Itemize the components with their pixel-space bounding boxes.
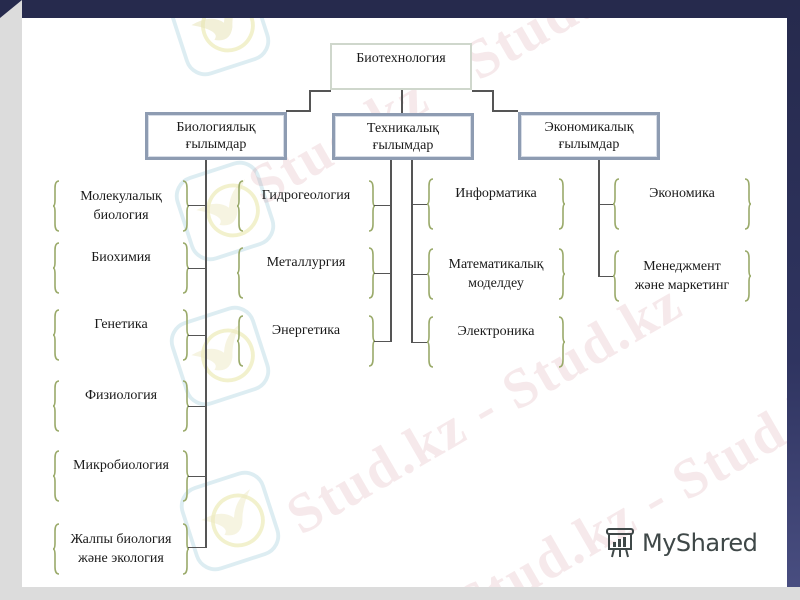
root-node: Биотехнология bbox=[330, 43, 472, 90]
right-brace-icon bbox=[558, 178, 566, 230]
list-item: Физиология bbox=[52, 380, 190, 432]
category-label: ғылымдар bbox=[185, 137, 247, 152]
category-label: Техникалық bbox=[366, 120, 440, 136]
myshared-logo-text: MyShared bbox=[642, 529, 758, 557]
right-brace-icon bbox=[744, 250, 752, 302]
left-brace-icon bbox=[426, 248, 434, 300]
connector bbox=[309, 90, 331, 92]
presentation-board-icon bbox=[606, 528, 634, 558]
connector bbox=[188, 476, 206, 477]
right-brace-icon bbox=[558, 316, 566, 368]
root-node-label: Биотехнология bbox=[356, 51, 446, 66]
left-brace-icon bbox=[236, 180, 244, 232]
category-label: Биологиялық bbox=[176, 120, 256, 135]
right-brace-icon bbox=[744, 178, 752, 230]
connector bbox=[492, 110, 518, 112]
left-brace-icon bbox=[52, 242, 60, 294]
slide-frame-bottom bbox=[0, 587, 800, 600]
connector bbox=[472, 90, 494, 92]
slide-frame-top bbox=[0, 0, 800, 18]
list-item: Металлургия bbox=[236, 247, 376, 299]
myshared-logo: MyShared bbox=[604, 526, 758, 560]
list-item: Биохимия bbox=[52, 242, 190, 294]
connector bbox=[412, 342, 427, 343]
connector bbox=[188, 547, 206, 548]
left-brace-icon bbox=[236, 315, 244, 367]
connector bbox=[309, 90, 311, 112]
slide-frame-left bbox=[0, 0, 22, 600]
list-item: Генетика bbox=[52, 309, 190, 361]
category-economic: Экономикалық ғылымдар bbox=[518, 112, 660, 160]
left-brace-icon bbox=[426, 316, 434, 368]
connector bbox=[286, 110, 311, 112]
connector bbox=[401, 90, 403, 113]
connector bbox=[599, 204, 613, 205]
list-item: Гидрогеология bbox=[236, 180, 376, 232]
connector bbox=[188, 335, 206, 336]
list-item: Экономика bbox=[612, 178, 752, 230]
category-technical: Техникалық ғылымдар bbox=[332, 113, 474, 160]
spine-technical-right bbox=[411, 160, 413, 343]
list-item: Энергетика bbox=[236, 315, 376, 367]
connector bbox=[188, 406, 206, 407]
left-brace-icon bbox=[426, 178, 434, 230]
connector bbox=[412, 274, 427, 275]
connector bbox=[374, 273, 391, 274]
right-brace-icon bbox=[182, 180, 190, 232]
left-brace-icon bbox=[612, 178, 620, 230]
list-item: Электроника bbox=[426, 316, 566, 368]
slide-frame-corner bbox=[0, 0, 22, 18]
category-label: Экономикалық bbox=[544, 120, 634, 135]
left-brace-icon bbox=[612, 250, 620, 302]
connector bbox=[188, 205, 206, 206]
left-brace-icon bbox=[236, 247, 244, 299]
left-brace-icon bbox=[52, 523, 60, 575]
connector bbox=[374, 205, 391, 206]
slide: Stud.kz - Stud.kz Stud.kz - Stud.kz Stud… bbox=[22, 18, 787, 587]
connector bbox=[412, 204, 427, 205]
watermark-text: Stud.kz - Stud.kz bbox=[276, 270, 693, 547]
spine-economic bbox=[598, 160, 600, 277]
spine-biological bbox=[205, 160, 207, 548]
category-label: ғылымдар bbox=[372, 137, 434, 153]
right-brace-icon bbox=[558, 248, 566, 300]
category-label: ғылымдар bbox=[558, 137, 620, 152]
spine-technical-left bbox=[390, 160, 392, 342]
list-item: Микробиология bbox=[52, 450, 190, 502]
list-item: Информатика bbox=[426, 178, 566, 230]
connector bbox=[492, 90, 494, 112]
left-brace-icon bbox=[52, 309, 60, 361]
category-biological: Биологиялық ғылымдар bbox=[145, 112, 287, 160]
right-brace-icon bbox=[182, 523, 190, 575]
left-brace-icon bbox=[52, 450, 60, 502]
connector bbox=[374, 341, 391, 342]
slide-frame-right bbox=[787, 0, 800, 600]
connector bbox=[599, 276, 613, 277]
right-brace-icon bbox=[368, 180, 376, 232]
slide-frame-bottom-corner bbox=[778, 587, 787, 600]
left-brace-icon bbox=[52, 380, 60, 432]
connector bbox=[188, 268, 206, 269]
watermark-logo-icon bbox=[169, 18, 271, 77]
left-brace-icon bbox=[52, 180, 60, 232]
